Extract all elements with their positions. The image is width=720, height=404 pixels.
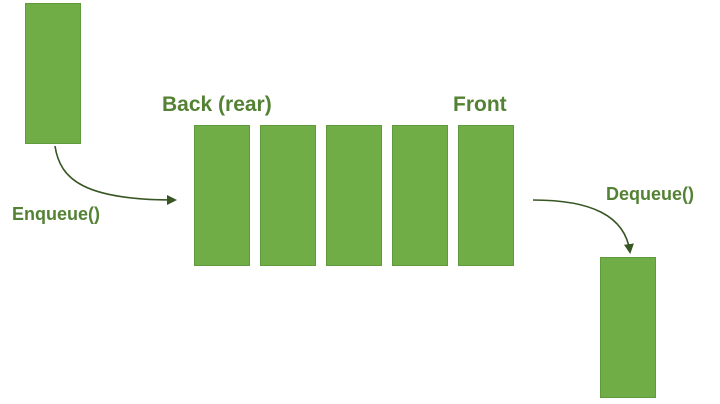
dequeue-label: Dequeue() xyxy=(606,184,695,204)
dequeued-element-block xyxy=(600,257,656,398)
queue-slot-1 xyxy=(194,125,250,266)
enqueue-label: Enqueue() xyxy=(12,204,100,224)
enqueue-arrow xyxy=(54,145,177,205)
back-rear-label: Back (rear) xyxy=(162,93,272,116)
queue-slot-5 xyxy=(458,125,514,266)
front-label: Front xyxy=(453,93,507,116)
incoming-element-block xyxy=(25,3,81,144)
queue-slot-3 xyxy=(326,125,382,266)
queue-slot-4 xyxy=(392,125,448,266)
dequeue-arrow xyxy=(532,199,634,254)
queue-slot-2 xyxy=(260,125,316,266)
